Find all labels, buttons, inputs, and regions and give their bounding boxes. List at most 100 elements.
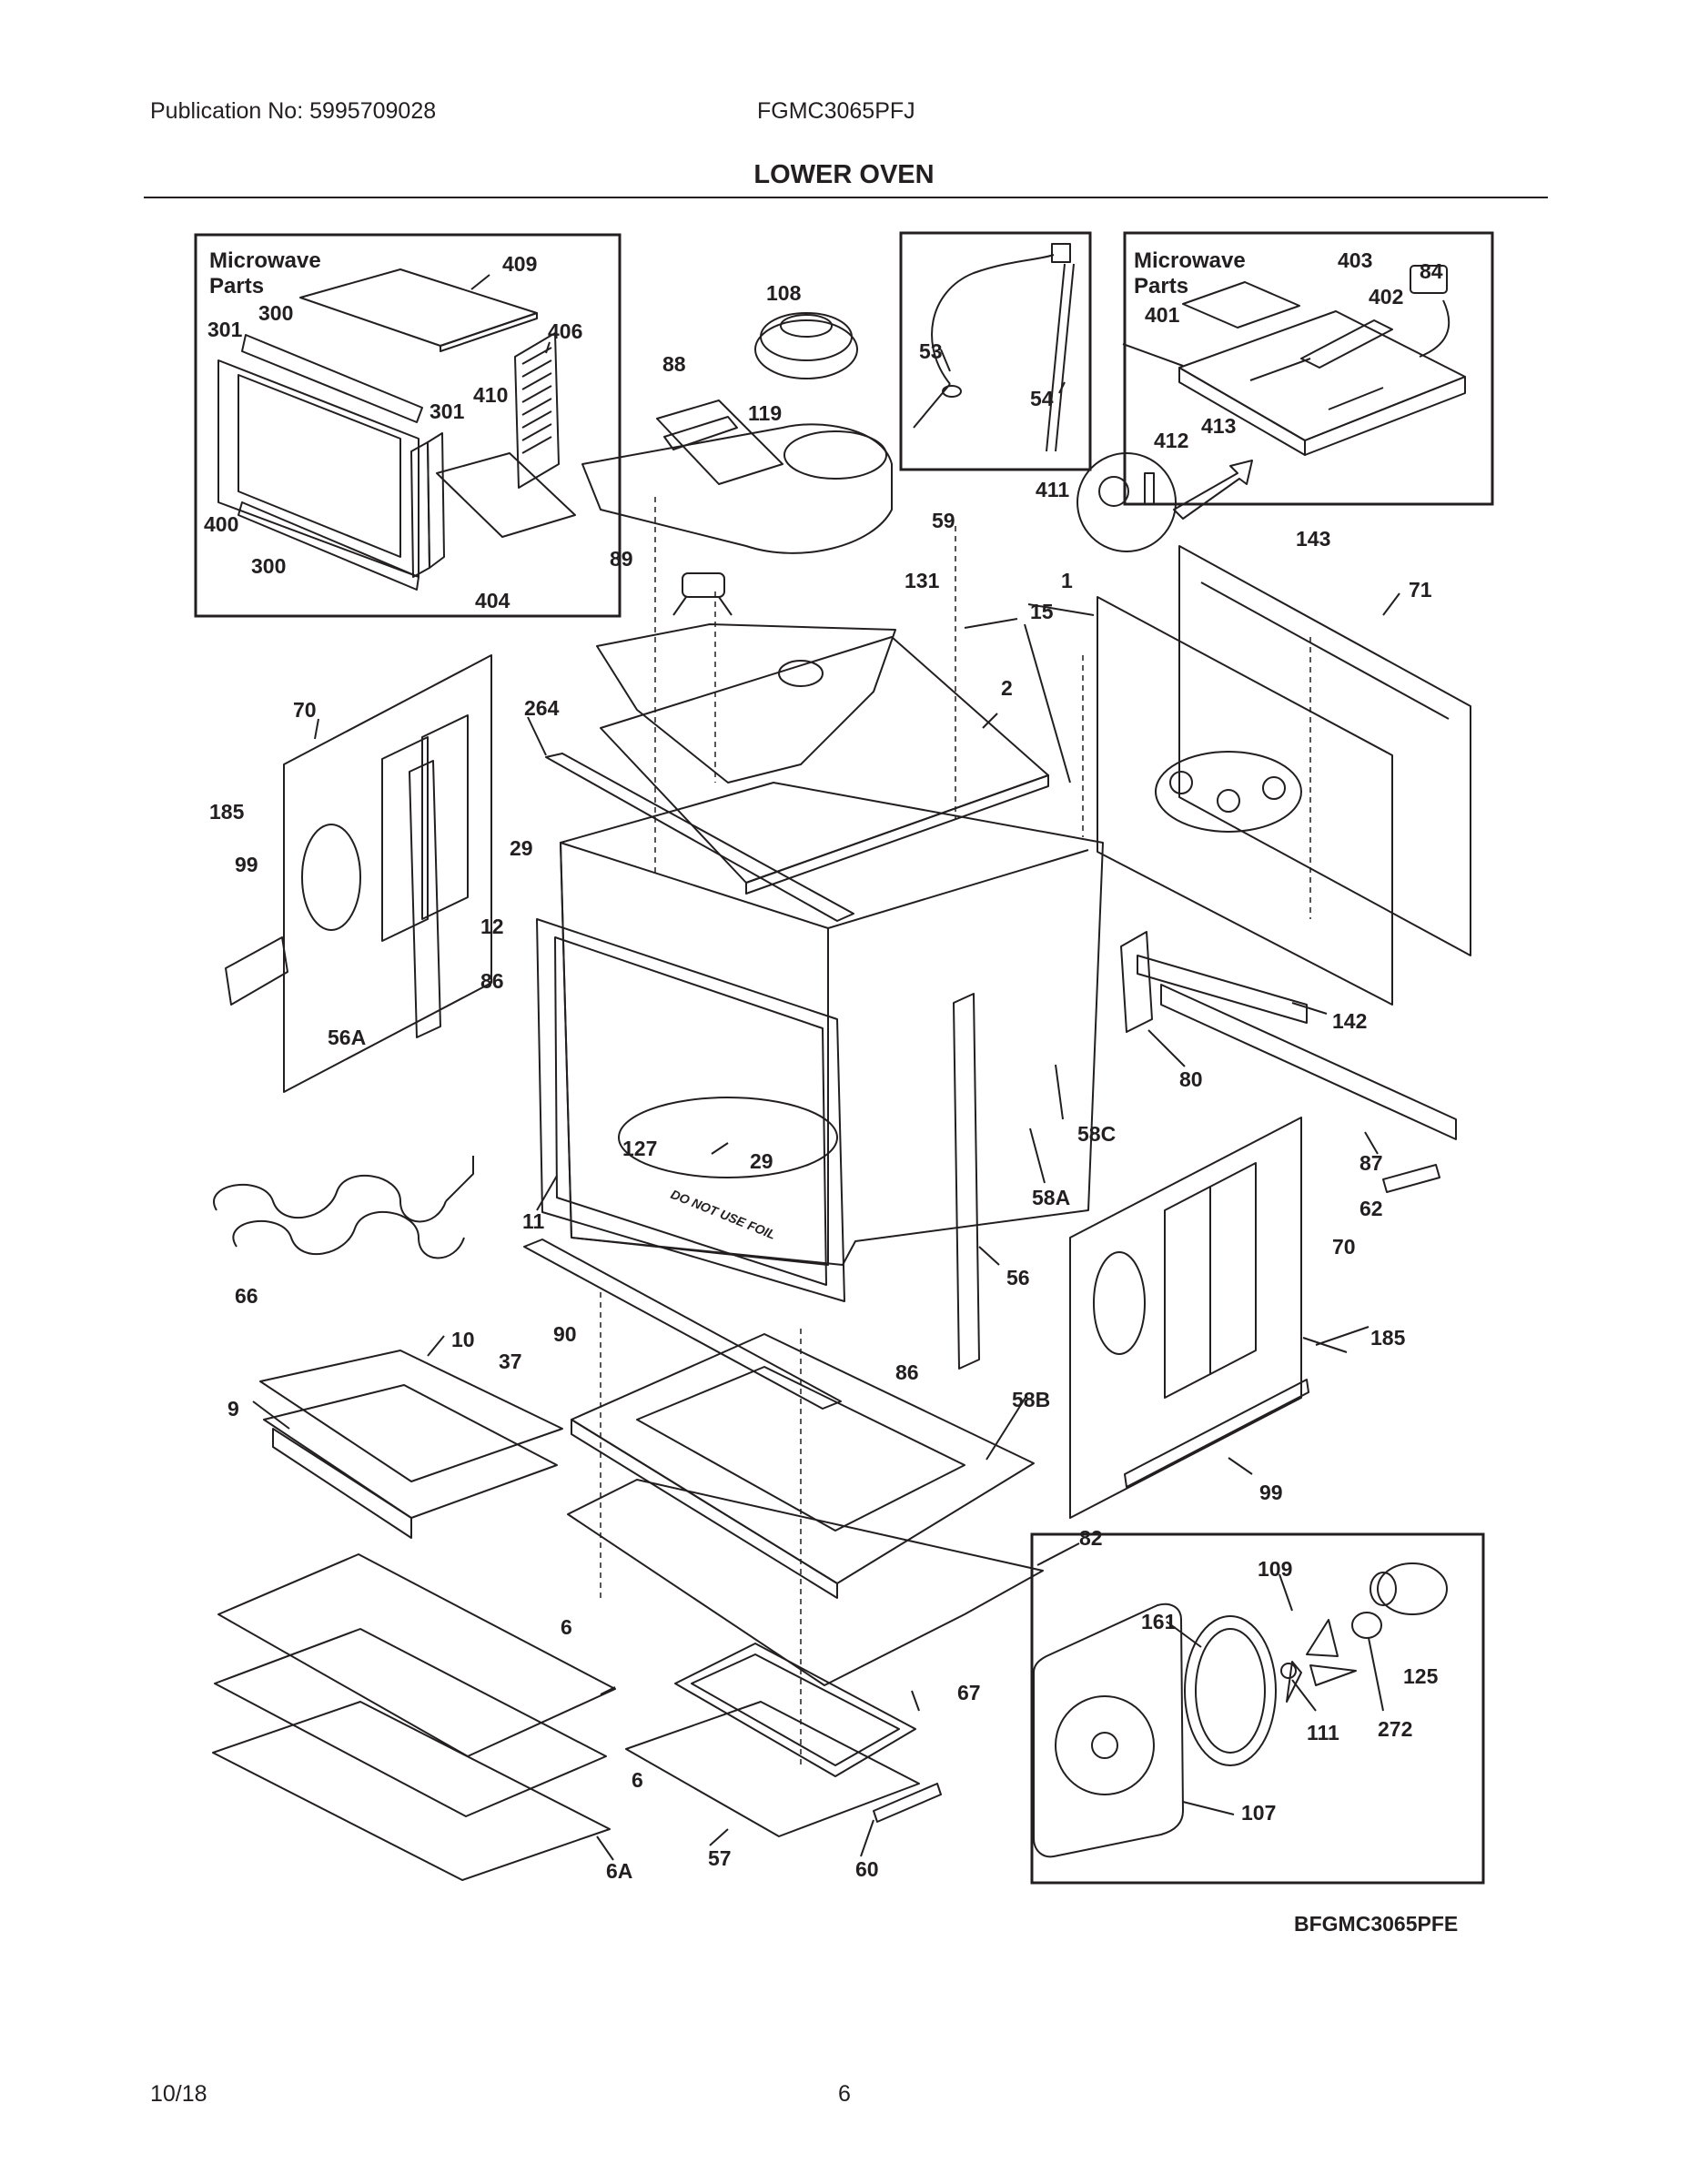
callout-label: 89 (610, 547, 633, 571)
callout-label: 300 (258, 301, 293, 325)
broil-pan (263, 1384, 558, 1539)
mw-side-trim (410, 432, 445, 578)
fan-bracket-ring (1184, 1615, 1277, 1766)
mw-door-frame (217, 334, 423, 591)
temperature-sensor-wire (913, 243, 1071, 429)
callout-label: 108 (766, 281, 802, 305)
callout-label: 59 (932, 509, 955, 532)
callout-label: 400 (204, 512, 238, 536)
callout-label: 11 (522, 1209, 545, 1233)
header-rule (144, 197, 1548, 198)
callout-label: 161 (1141, 1610, 1177, 1633)
bottom-shield (571, 1333, 1035, 1599)
callout-label: 70 (1332, 1235, 1356, 1259)
sensor-rod (1046, 263, 1075, 452)
inset-right-title-line2: Parts (1134, 274, 1188, 298)
callout-label: 143 (1296, 527, 1330, 551)
side-rail-left (409, 760, 441, 1038)
callout-label: 412 (1154, 429, 1188, 452)
callout-label: 29 (510, 836, 533, 860)
callout-label: 87 (1359, 1151, 1383, 1175)
bottom-rail-60 (873, 1783, 942, 1823)
callout-label: 411 (1036, 478, 1069, 501)
fan-nut-111 (1280, 1663, 1297, 1679)
callout-label: 6 (561, 1615, 572, 1639)
callout-label: 56A (328, 1026, 366, 1049)
connector-62 (1382, 1164, 1440, 1193)
oven-rack-middle (214, 1628, 607, 1817)
callout-label: 185 (1370, 1326, 1406, 1350)
callout-label: 58C (1077, 1122, 1116, 1146)
alignment-lines (600, 497, 1311, 1765)
callout-label: 9 (227, 1397, 239, 1421)
inset-microwave-left-title: Microwave Parts (209, 248, 321, 298)
bottom-trim-99 (1124, 1379, 1309, 1488)
callout-label: 109 (1258, 1557, 1292, 1581)
fan-hub-272 (1351, 1612, 1382, 1639)
callout-label: 402 (1369, 285, 1403, 308)
callout-label: 67 (957, 1681, 981, 1704)
page-number: 6 (838, 2081, 851, 2107)
callout-label: 58B (1012, 1388, 1050, 1411)
callout-label: 272 (1378, 1717, 1412, 1741)
callout-label: 56 (1006, 1266, 1030, 1289)
bake-frame (567, 1479, 1044, 1686)
callout-label: 2 (1001, 676, 1013, 700)
top-shield (596, 623, 896, 784)
inset-microwave-right-title: Microwave Parts (1134, 248, 1246, 298)
inset-right-title-line1: Microwave (1134, 248, 1246, 273)
callout-label: 62 (1359, 1197, 1383, 1220)
side-rail-right (953, 993, 980, 1370)
drawing-code: BFGMC3065PFE (1294, 1912, 1459, 1936)
callout-label: 99 (1259, 1481, 1283, 1504)
callout-label: 119 (748, 401, 782, 425)
oven-door-frame (536, 918, 845, 1302)
leader-lines (252, 274, 1400, 1861)
hinge-80 (1120, 931, 1153, 1033)
inset-fan-frame (1030, 1532, 1485, 1885)
callout-label: 107 (1241, 1801, 1276, 1825)
convection-fan-motor (754, 312, 858, 379)
convection-cover (1033, 1603, 1184, 1858)
do-not-use-foil-text: DO NOT USE FOIL (669, 1187, 778, 1242)
callout-label: 401 (1145, 303, 1180, 327)
callout-label: 84 (1420, 259, 1443, 283)
callout-label: 29 (750, 1149, 773, 1173)
bottom-front-trim (523, 1239, 842, 1410)
rear-panel (1097, 596, 1393, 1006)
callout-label: 1 (1061, 569, 1073, 592)
broil-pan-insert (259, 1350, 563, 1482)
trim-142 (1137, 955, 1308, 1024)
mw-vent-grille (514, 332, 560, 489)
callout-label: 86 (480, 969, 504, 993)
left-trim-99 (225, 936, 288, 1006)
callout-label: 37 (499, 1350, 522, 1373)
callout-label: 404 (475, 589, 510, 612)
inset-microwave-right-frame (1123, 231, 1494, 506)
bake-element (674, 1643, 916, 1777)
callout-label: 125 (1403, 1664, 1439, 1688)
callout-label: 58A (1032, 1186, 1070, 1209)
callout-label: 80 (1179, 1067, 1203, 1091)
fan-cover (581, 423, 893, 554)
oven-top-panel (600, 636, 1049, 895)
publication-number: Publication No: 5995709028 (150, 98, 437, 124)
callout-label: 82 (1079, 1526, 1103, 1550)
air-duct (656, 399, 783, 485)
thermostat (672, 572, 733, 616)
oven-rack-top (217, 1553, 616, 1757)
footer-date: 10/18 (150, 2081, 207, 2107)
callout-label: 301 (207, 318, 243, 341)
mw-cabinet-top (1178, 310, 1466, 456)
callout-labels: 409 300 301 406 410 301 400 300 404 108 … (204, 248, 1443, 1883)
callout-label: 15 (1030, 600, 1054, 623)
broil-element (213, 1156, 474, 1259)
front-strip (545, 753, 854, 922)
side-panel-right (1069, 1117, 1302, 1519)
mw-door-switch (1410, 265, 1450, 358)
back-cover (1178, 545, 1471, 956)
callout-label: 410 (473, 383, 508, 407)
callout-label: 413 (1201, 414, 1236, 438)
mw-fuse-detail (1076, 452, 1253, 552)
oven-cavity (560, 782, 1104, 1266)
